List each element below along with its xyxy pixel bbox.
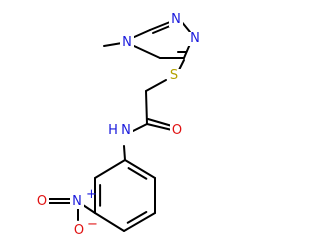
benzene-double-2 <box>126 211 148 224</box>
atom-no2_o2-symbol: O <box>37 194 47 209</box>
bond-c-o <box>146 123 173 131</box>
atom-n1-mask <box>169 13 183 27</box>
bond-c5-n1-double <box>152 25 171 34</box>
atom-n4-symbol: N <box>122 35 132 50</box>
benzene-bond-0 <box>124 159 156 179</box>
bond-n4-c5 <box>131 29 151 39</box>
atom-s: S <box>167 68 181 83</box>
atom-no2-o-charge: − <box>87 217 98 232</box>
atom-no2-n-charge: + <box>86 187 97 202</box>
atom-nh-mask <box>119 124 133 138</box>
atom-no2_n-mask <box>70 195 84 209</box>
bond-layer <box>47 20 191 232</box>
atom-nh-hydrogen: H <box>108 123 118 138</box>
atom-n4: N <box>120 35 134 50</box>
atom-o: O <box>170 123 184 138</box>
atom-no2_o1-symbol: O <box>74 223 84 238</box>
bond-aryl-no2 <box>82 204 96 214</box>
atom-nh: NH <box>108 123 133 138</box>
bond-c-n4 <box>133 45 161 59</box>
benzene-bond-3 <box>94 212 125 232</box>
atom-no2_o1: O− <box>72 217 98 238</box>
bond-n2-c3 <box>183 43 191 59</box>
bond-ch2-co <box>145 90 148 125</box>
bond-s-ch2 <box>145 79 167 92</box>
atom-no2_o1-mask <box>72 224 86 238</box>
benzene-bond-2 <box>123 212 156 232</box>
bond-nh-aryl <box>123 145 126 161</box>
atom-n4-mask <box>120 36 134 50</box>
atom-s-mask <box>167 69 181 83</box>
atom-no2_n: N+ <box>70 187 97 209</box>
benzene-double-0 <box>127 167 148 180</box>
atom-o-mask <box>170 124 184 138</box>
atom-n1: N <box>169 12 183 27</box>
atom-no2_o2: O <box>35 194 49 209</box>
atom-no2_o2-mask <box>35 195 49 209</box>
atom-n1-symbol: N <box>171 12 181 27</box>
benzene-bond-5 <box>94 159 126 179</box>
atom-s-symbol: S <box>170 68 178 83</box>
bond-c5-n1 <box>149 21 171 31</box>
bond-methyl-n <box>103 42 123 47</box>
atom-o-symbol: O <box>172 123 182 138</box>
bond-c-nh <box>130 123 148 133</box>
atom-n2-symbol: N <box>190 31 200 46</box>
atom-nh-symbol: N <box>121 123 131 138</box>
atom-no2_n-symbol: N <box>72 194 82 209</box>
atom-n2-mask <box>188 32 202 46</box>
bond-c-o-double <box>147 118 173 127</box>
atom-n2: N <box>188 31 202 46</box>
